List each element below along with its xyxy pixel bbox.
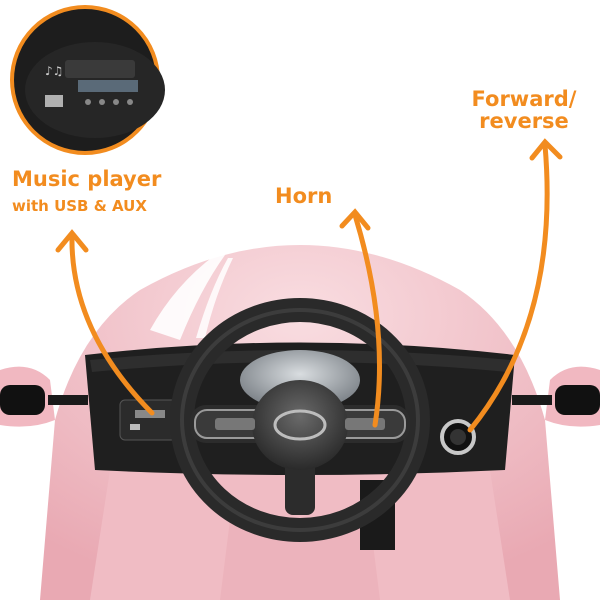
callout-arrows (55, 138, 563, 433)
steering-wheel (170, 298, 430, 542)
arrow-fwd (467, 142, 550, 433)
music-player-closeup: ♪♫ (10, 5, 165, 155)
arrow-horn (352, 212, 382, 428)
arrow-music (69, 232, 155, 416)
forward-reverse-label: Forward/ reverse (468, 88, 580, 132)
arrow-fwd-head (529, 138, 563, 161)
horn-label: Horn (275, 184, 333, 208)
reverse-label: reverse (479, 109, 569, 134)
arrow-horn-head (339, 208, 371, 231)
right-mirror (512, 366, 600, 427)
forward-label: Forward/ (471, 87, 577, 111)
music-player-label: Music player (12, 167, 162, 191)
forward-reverse-knob (440, 419, 476, 455)
left-mirror (0, 366, 88, 427)
svg-text:♪♫: ♪♫ (45, 64, 63, 78)
usb-aux-label: with USB & AUX (12, 197, 147, 215)
arrow-music-head (55, 229, 89, 253)
